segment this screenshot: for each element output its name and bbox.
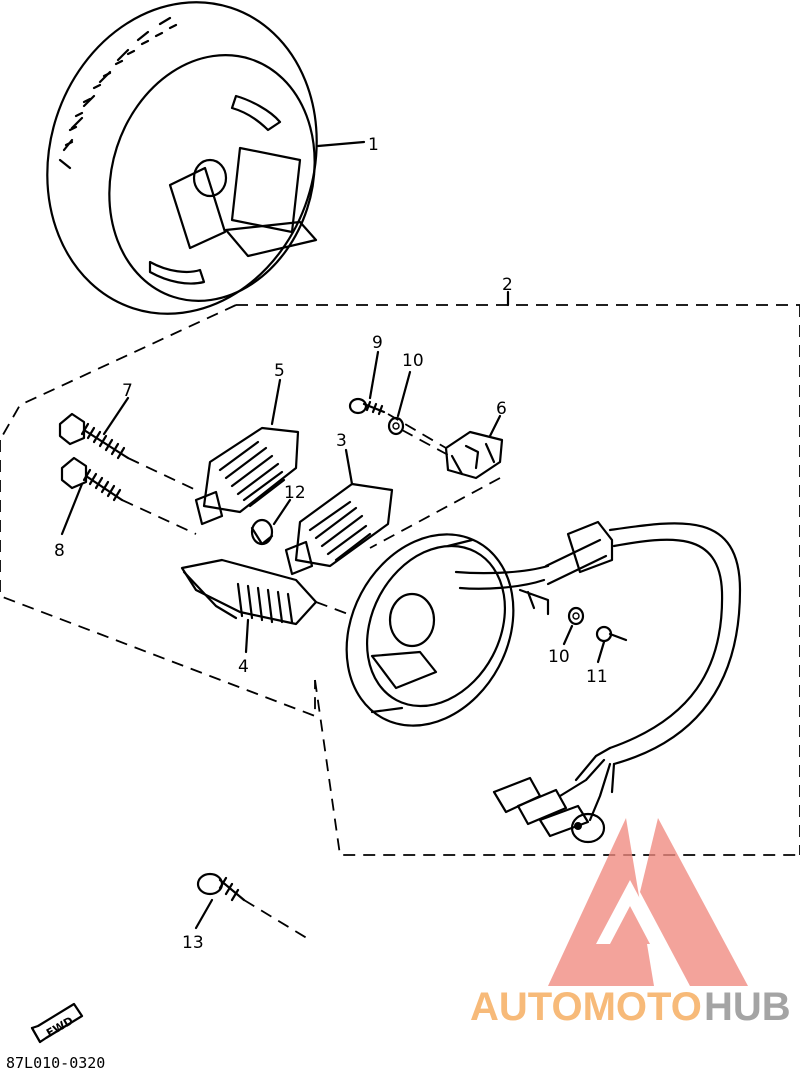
part-10-lower-label: 10	[548, 647, 570, 667]
flywheel-rotor: 1	[46, 1, 379, 315]
part-9-label: 9	[372, 333, 383, 353]
bolt-long-lower: 8	[54, 456, 124, 561]
fwd-arrow-icon: FWD	[30, 1002, 84, 1044]
coil-upper: 5	[194, 361, 300, 526]
part-11-label: 11	[586, 667, 608, 687]
washer-upper: 10	[387, 351, 424, 436]
spacer-collar: 12	[250, 483, 306, 546]
part-12-label: 12	[284, 483, 306, 503]
part-1-label: 1	[368, 135, 379, 155]
mounting-screw: 13	[182, 872, 311, 953]
part-8-label: 8	[54, 541, 65, 561]
part-7-label: 7	[122, 381, 133, 401]
washer-lower: 10	[548, 606, 585, 667]
watermark-text-a: AUTOMOTO	[470, 985, 702, 1029]
fwd-label: FWD	[44, 1014, 75, 1040]
part-10-upper-label: 10	[402, 351, 424, 371]
screw-upper: 9	[348, 333, 386, 416]
part-6-label: 6	[496, 399, 507, 419]
drawing-code: 87L010-0320	[6, 1054, 105, 1072]
bolt-long-upper: 7	[58, 381, 133, 460]
part-5-label: 5	[274, 361, 285, 381]
stator-base-plate	[345, 533, 550, 727]
automotohub-logo	[548, 818, 748, 986]
alignment-guides	[121, 413, 501, 615]
pickup-coil: 4	[180, 558, 318, 677]
lead-clamp: 6	[444, 399, 507, 480]
screw-lower: 11	[586, 625, 628, 687]
stator-assembly-boundary: 2	[0, 275, 800, 856]
coil-lower: 3	[284, 431, 394, 576]
part-3-label: 3	[336, 431, 347, 451]
lead-harness	[492, 520, 742, 844]
part-2-label: 2	[502, 275, 513, 295]
part-4-label: 4	[238, 657, 249, 677]
watermark-text-b: HUB	[704, 985, 791, 1029]
part-13-label: 13	[182, 933, 204, 953]
